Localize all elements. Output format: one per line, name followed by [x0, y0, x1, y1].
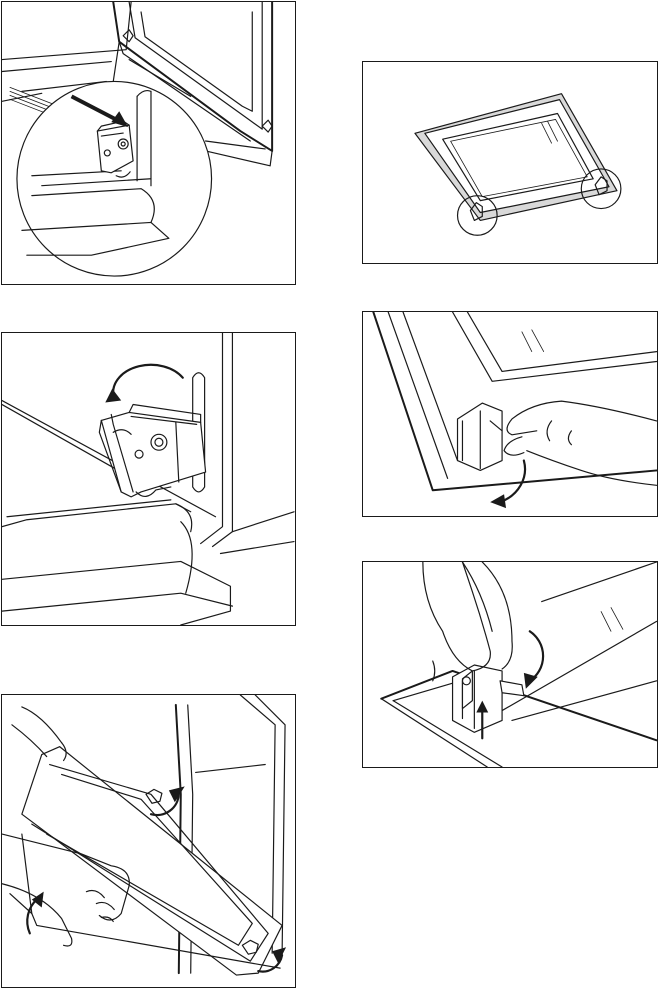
magnify-circle-icon	[363, 62, 657, 263]
rotate-counterclockwise-arrow-icon	[2, 333, 295, 625]
clip-push-in-panel	[362, 561, 658, 768]
door-tilt-arrow-icon	[2, 695, 295, 987]
door-lift-off-panel	[1, 694, 296, 988]
up-arrow-icon	[363, 562, 657, 767]
curved-down-arrow-icon	[363, 312, 657, 516]
clip-release-panel	[362, 311, 658, 517]
hinge-lever-rotate-panel	[1, 332, 296, 626]
hinge-arrow-detail-panel	[1, 1, 296, 285]
hinge-detail-magnified-icon	[2, 2, 295, 284]
door-frame-corners-panel	[362, 61, 658, 264]
